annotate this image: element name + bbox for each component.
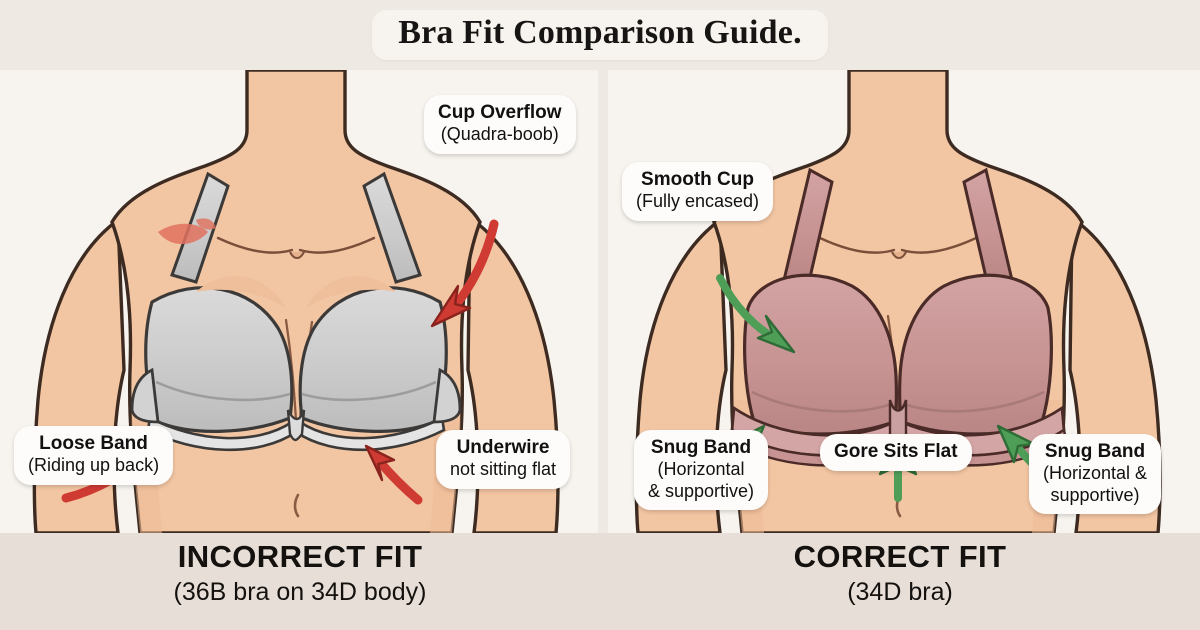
caption-band: INCORRECT FIT (36B bra on 34D body) CORR… <box>0 533 1200 630</box>
callout-cup-overflow: Cup Overflow (Quadra-boob) <box>424 95 576 154</box>
caption-correct-fit: CORRECT FIT (34D bra) <box>600 539 1200 608</box>
callout-underwire-title: Underwire <box>456 437 550 458</box>
callout-smooth-cup-sub: (Fully encased) <box>636 191 760 212</box>
callout-snug-band-right-title: Snug Band <box>1044 441 1146 462</box>
callout-smooth-cup-title: Smooth Cup <box>641 169 754 190</box>
callout-snug-band-left: Snug Band (Horizontal & supportive) <box>634 430 769 511</box>
callout-loose-band-sub: (Riding up back) <box>28 455 160 476</box>
caption-incorrect-fit: INCORRECT FIT (36B bra on 34D body) <box>0 539 600 608</box>
arrow-cup-overflow <box>430 219 499 328</box>
arrow-underwire <box>364 444 423 505</box>
bra-incorrect <box>130 171 462 452</box>
callout-snug-band-left-sub1: (Horizontal <box>657 459 745 480</box>
callout-snug-band-right-sub2: supportive) <box>1050 484 1140 505</box>
shoulder-irritation-mark <box>158 218 216 245</box>
callout-snug-band-right: Snug Band (Horizontal & supportive) <box>1029 434 1162 515</box>
callout-underwire-sub: not sitting flat <box>450 459 557 480</box>
title-pill: Bra Fit Comparison Guide. <box>372 10 828 60</box>
callout-smooth-cup: Smooth Cup (Fully encased) <box>622 162 774 221</box>
callout-snug-band-right-sub1: (Horizontal & <box>1043 463 1148 484</box>
callout-gore-sits-flat: Gore Sits Flat <box>820 434 972 472</box>
panel-divider <box>598 70 608 533</box>
caption-correct-title: CORRECT FIT <box>793 539 1007 574</box>
callout-snug-band-left-sub2: & supportive) <box>648 480 755 501</box>
callout-cup-overflow-title: Cup Overflow <box>438 102 562 123</box>
callout-loose-band-title: Loose Band <box>39 433 148 454</box>
page-title: Bra Fit Comparison Guide. <box>398 14 802 52</box>
callout-gore-sits-flat-title: Gore Sits Flat <box>834 441 958 462</box>
caption-incorrect-title: INCORRECT FIT <box>177 539 423 574</box>
title-band: Bra Fit Comparison Guide. <box>0 0 1200 70</box>
callout-snug-band-left-title: Snug Band <box>650 437 752 458</box>
caption-correct-sub: (34D bra) <box>847 577 953 606</box>
callout-cup-overflow-sub: (Quadra-boob) <box>440 124 559 145</box>
caption-incorrect-sub: (36B bra on 34D body) <box>173 577 427 606</box>
callout-loose-band: Loose Band (Riding up back) <box>14 426 174 485</box>
callout-underwire: Underwire not sitting flat <box>436 430 571 489</box>
arrow-smooth-cup <box>716 274 796 354</box>
